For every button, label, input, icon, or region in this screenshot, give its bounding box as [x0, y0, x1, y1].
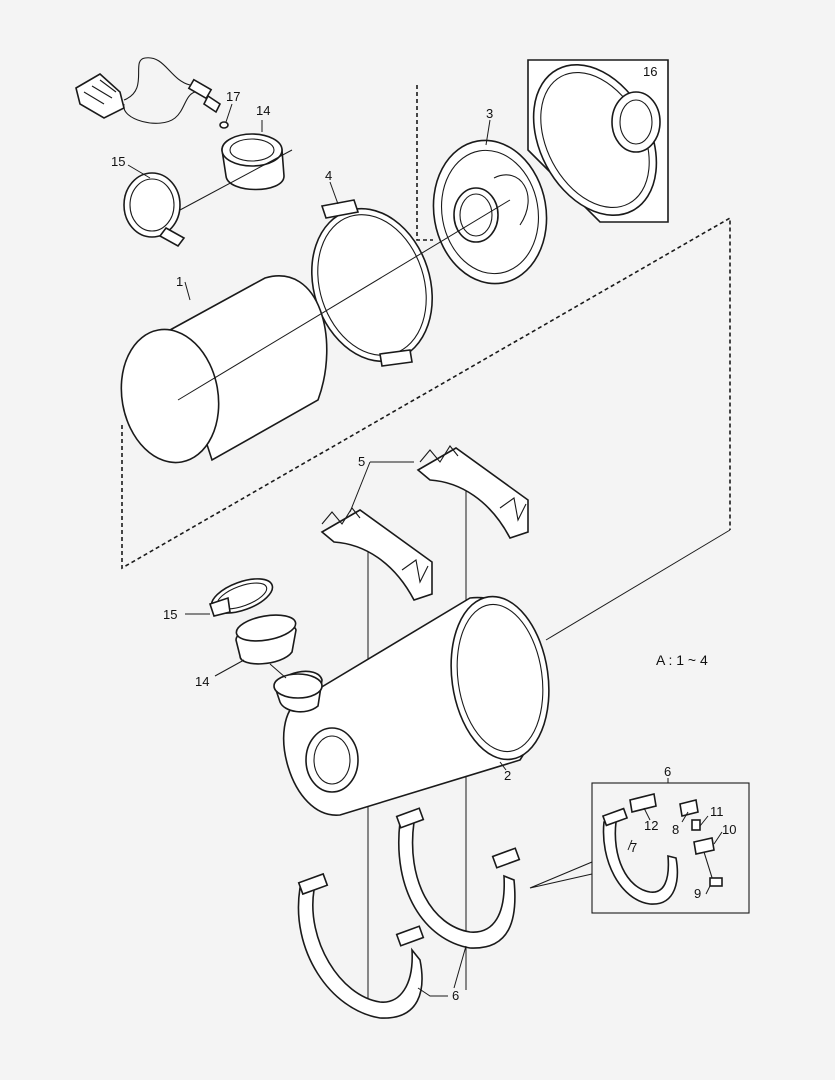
- callout-10: 10: [722, 822, 736, 837]
- detail-box-part-6: [529, 778, 750, 914]
- callout-16: 16: [643, 64, 657, 79]
- part-6-main-leader-b: [453, 945, 467, 989]
- callout-15-lower: 15: [163, 607, 177, 622]
- part-14-pipe-sleeve-lower: [214, 614, 297, 679]
- sensor-assembly: [75, 57, 222, 124]
- part-6-strap-right: [395, 807, 521, 949]
- callout-14-top: 14: [256, 103, 270, 118]
- callout-1: 1: [176, 274, 183, 289]
- callout-12: 12: [644, 818, 658, 833]
- callout-15-top: 15: [111, 154, 125, 169]
- part-2-muffler-housing: [273, 595, 550, 816]
- alignment-lines: [177, 149, 731, 1000]
- callout-6-main: 6: [452, 988, 459, 1003]
- part-16-detail-frame: [527, 59, 669, 223]
- group-a-dashed-boundary-lower: [121, 216, 731, 570]
- part-15-clamp-lower: [185, 578, 274, 617]
- callout-11: 11: [710, 804, 724, 819]
- part-5-bracket-lower: [320, 507, 433, 601]
- callout-14-lower: 14: [195, 674, 209, 689]
- part-15-clamp-top: [123, 164, 186, 248]
- part-5-bracket-upper: [416, 445, 529, 539]
- callout-7: 7: [630, 840, 637, 855]
- callout-5: 5: [358, 454, 365, 469]
- group-a-dashed-boundary: [416, 85, 433, 241]
- callout-6-detail: 6: [664, 764, 671, 779]
- group-note: A : 1 ~ 4: [656, 652, 708, 668]
- callout-2: 2: [504, 768, 511, 783]
- callout-9: 9: [694, 886, 701, 901]
- callout-3: 3: [486, 106, 493, 121]
- callout-8: 8: [672, 822, 679, 837]
- part-1-cylinder: [120, 275, 328, 464]
- part-5-leader-b: [349, 461, 371, 513]
- callout-4: 4: [325, 168, 332, 183]
- part-6-main-leader: [417, 987, 448, 997]
- part-17-washer: [219, 103, 233, 129]
- part-6-strap-left: [297, 872, 425, 1019]
- callout-17: 17: [226, 89, 240, 104]
- part-14-pipe-sleeve-top: [221, 120, 285, 191]
